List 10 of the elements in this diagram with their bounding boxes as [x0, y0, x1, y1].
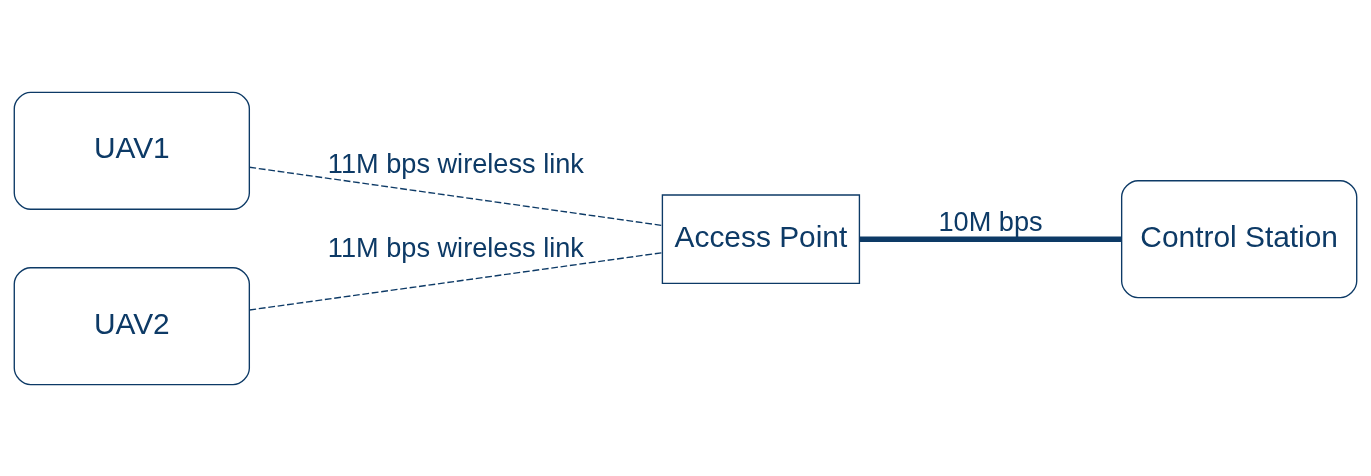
- edge-label: 11M bps wireless link: [327, 147, 584, 179]
- connector: [248, 166, 663, 226]
- connector: [248, 251, 663, 311]
- edge-label: 11M bps wireless link: [327, 231, 584, 263]
- node-box: UAV1: [13, 91, 250, 210]
- connector: [859, 235, 1122, 242]
- node-box: Access Point: [661, 193, 861, 284]
- node-box: Control Station: [1121, 179, 1358, 298]
- node-box: UAV2: [13, 266, 250, 385]
- edge-label: 10M bps: [938, 205, 1043, 237]
